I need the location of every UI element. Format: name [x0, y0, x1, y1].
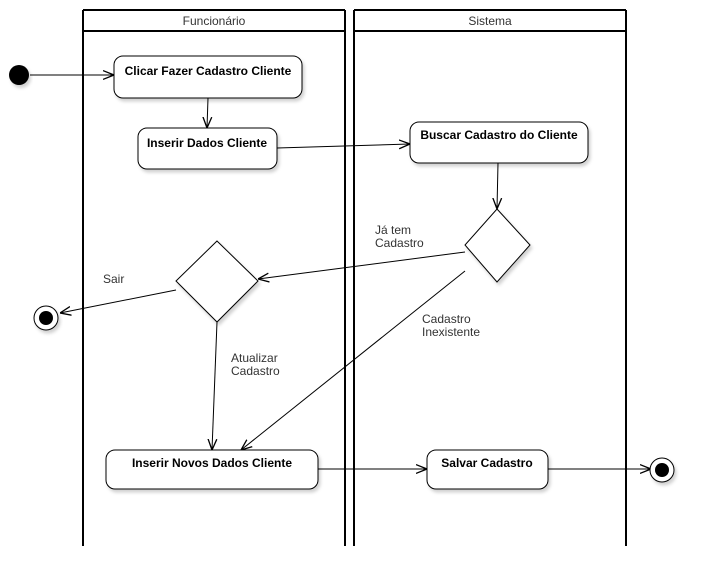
action-label: Inserir Dados Cliente	[147, 136, 267, 150]
decision-node-atualizar	[175, 240, 259, 323]
edge-clicar-inserir	[207, 97, 208, 128]
decision-node-cadastro	[464, 208, 531, 283]
edge-label-atualizar-2: Cadastro	[231, 364, 280, 378]
lane-sistema: Sistema	[353, 9, 627, 546]
final-node-left	[33, 305, 59, 331]
lane-title-sistema: Sistema	[468, 14, 512, 28]
edge-atualizar-cadastro	[212, 321, 218, 450]
edge-label-inexistente-1: Cadastro	[422, 312, 471, 326]
edge-label-ja-tem-2: Cadastro	[375, 236, 424, 250]
edges	[30, 75, 651, 469]
edge-label-ja-tem-1: Já tem	[375, 223, 411, 237]
edge-label-inexistente-2: Inexistente	[422, 325, 480, 339]
edge-ja-tem-cadastro	[258, 251, 466, 279]
action-buscar-cadastro: Buscar Cadastro do Cliente	[409, 121, 589, 164]
action-inserir-novos-dados: Inserir Novos Dados Cliente	[105, 449, 319, 490]
initial-node	[9, 65, 29, 85]
action-label: Clicar Fazer Cadastro Cliente	[125, 64, 292, 78]
lane-funcionario: Funcionário	[82, 9, 346, 546]
edge-label-atualizar-1: Atualizar	[231, 351, 278, 365]
action-label: Inserir Novos Dados Cliente	[132, 456, 292, 470]
edge-buscar-decision	[497, 162, 498, 209]
action-label: Buscar Cadastro do Cliente	[420, 128, 578, 142]
edge-sair	[60, 289, 177, 313]
edge-label-sair: Sair	[103, 272, 124, 286]
final-node-right	[649, 457, 675, 483]
action-clicar-fazer-cadastro: Clicar Fazer Cadastro Cliente	[113, 55, 303, 99]
lane-title-funcionario: Funcionário	[183, 14, 246, 28]
edge-inserir-buscar	[276, 144, 410, 148]
action-label: Salvar Cadastro	[441, 456, 532, 470]
action-salvar-cadastro: Salvar Cadastro	[426, 449, 549, 490]
edge-cadastro-inexistente	[241, 270, 466, 450]
action-inserir-dados-cliente: Inserir Dados Cliente	[137, 127, 278, 170]
